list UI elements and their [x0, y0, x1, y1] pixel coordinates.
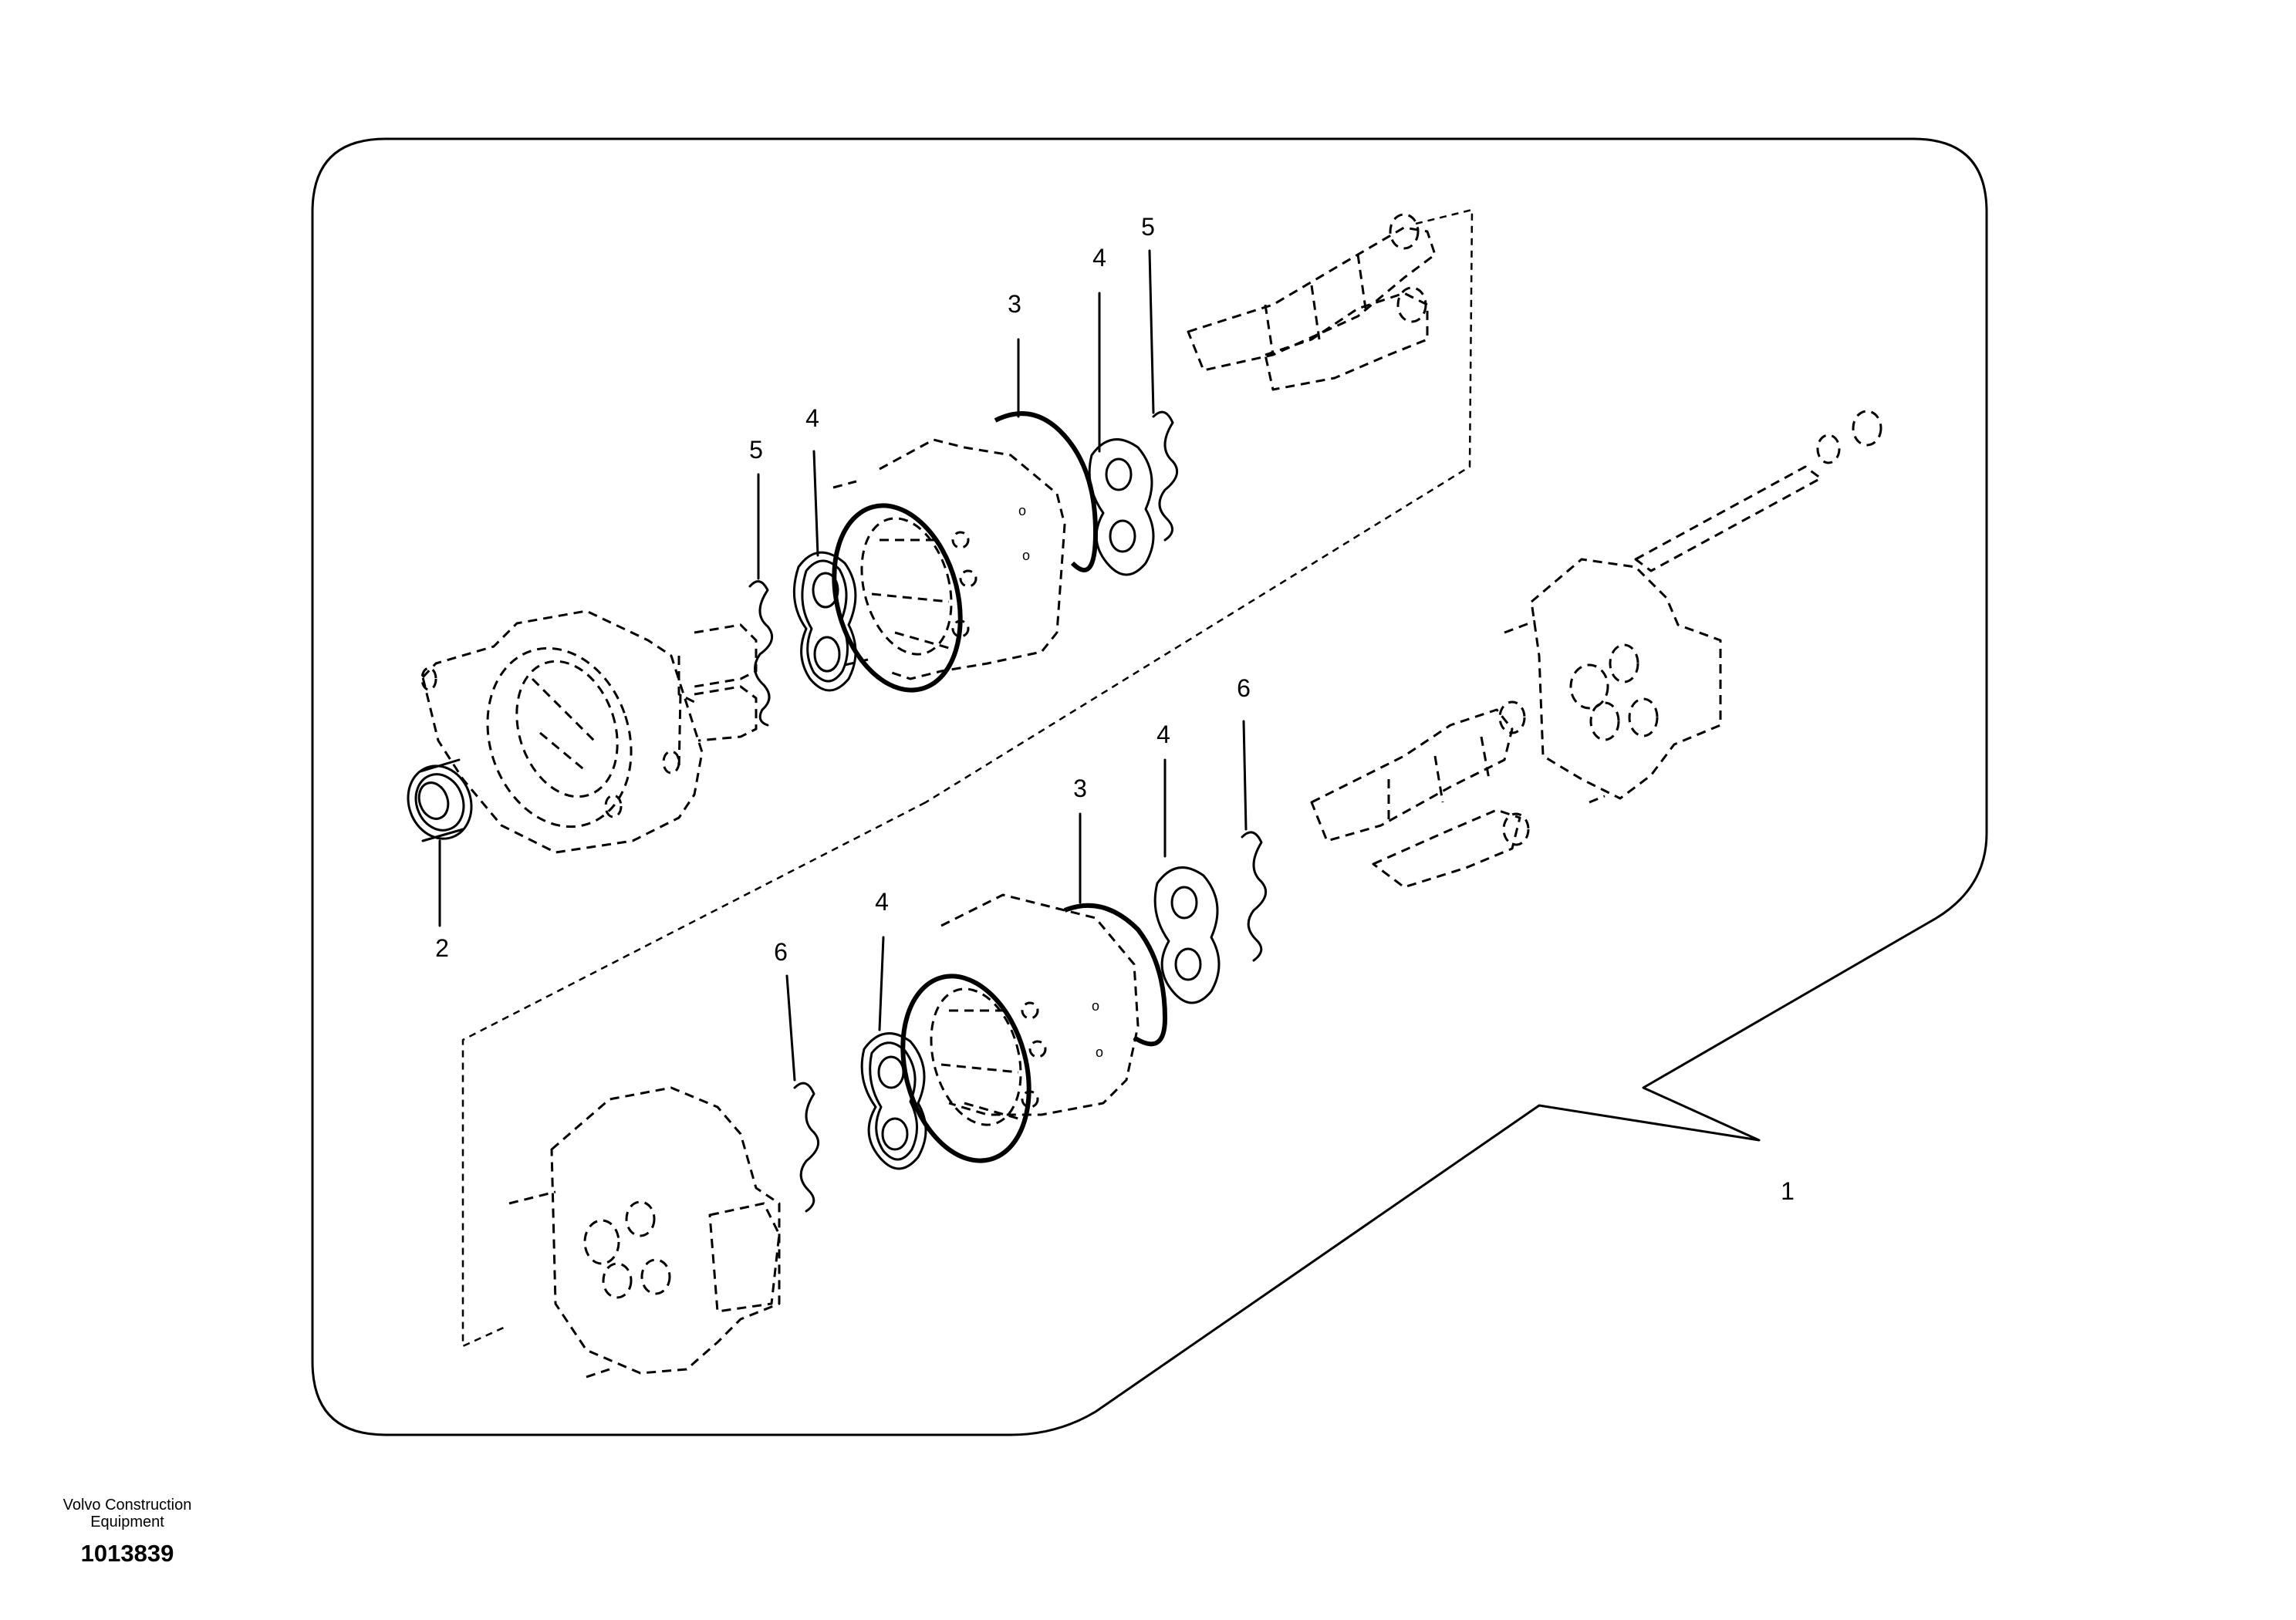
lower-housing — [508, 1086, 781, 1379]
lower-gear-body: o o — [900, 893, 1140, 1163]
gasket-item-4c — [1153, 866, 1221, 1004]
callout-6-bottom-right: 6 — [1237, 674, 1251, 702]
callout-5-top-left: 5 — [749, 436, 763, 464]
svg-text:o: o — [1022, 548, 1030, 563]
upper-gear-shafts — [1187, 213, 1437, 391]
leader-lines — [438, 249, 1248, 1082]
backup-spring-item-6a — [1241, 831, 1268, 962]
callout-1: 1 — [1781, 1177, 1795, 1205]
callout-4-bottom-left: 4 — [875, 888, 889, 916]
callout-3-bottom: 3 — [1073, 775, 1087, 802]
gasket-item-4b — [1088, 438, 1155, 576]
publisher-block: Volvo Construction Equipment 1013839 — [31, 1497, 224, 1568]
lower-pump-enclosure — [461, 801, 927, 1348]
front-housing — [420, 609, 758, 854]
lower-gear-shafts — [1310, 700, 1530, 889]
callout-3-top: 3 — [1008, 290, 1021, 318]
gasket-item-4d — [860, 1032, 927, 1170]
backup-spring-item-6b — [793, 1082, 820, 1213]
callout-frame — [311, 137, 1988, 1436]
callout-6-bottom-left: 6 — [774, 938, 788, 966]
svg-text:o: o — [1092, 998, 1099, 1014]
backup-spring-item-5b — [1152, 410, 1179, 542]
brand-line-1: Volvo Construction — [62, 1497, 192, 1514]
upper-gear-body: o o — [832, 438, 1066, 693]
document-number: 1013839 — [80, 1540, 174, 1567]
callout-2: 2 — [435, 934, 449, 962]
callout-4-bottom-right: 4 — [1156, 721, 1170, 748]
brand-line-2: Equipment — [90, 1514, 164, 1531]
callout-5-top-right: 5 — [1141, 213, 1155, 241]
upper-pump-enclosure — [925, 208, 1474, 804]
svg-text:o: o — [1018, 503, 1026, 518]
rear-cover — [1504, 558, 1722, 804]
gasket-item-4a — [792, 551, 857, 692]
o-ring-item-3a — [994, 411, 1099, 572]
callout-4-top-right: 4 — [1092, 244, 1106, 272]
svg-text:o: o — [1096, 1045, 1103, 1060]
oil-seal-item-2 — [407, 758, 473, 842]
backup-spring-item-5a — [748, 580, 774, 727]
tie-bolt — [1634, 410, 1882, 572]
callout-4-top-left: 4 — [805, 404, 819, 432]
o-ring-item-3b — [1063, 903, 1168, 1047]
